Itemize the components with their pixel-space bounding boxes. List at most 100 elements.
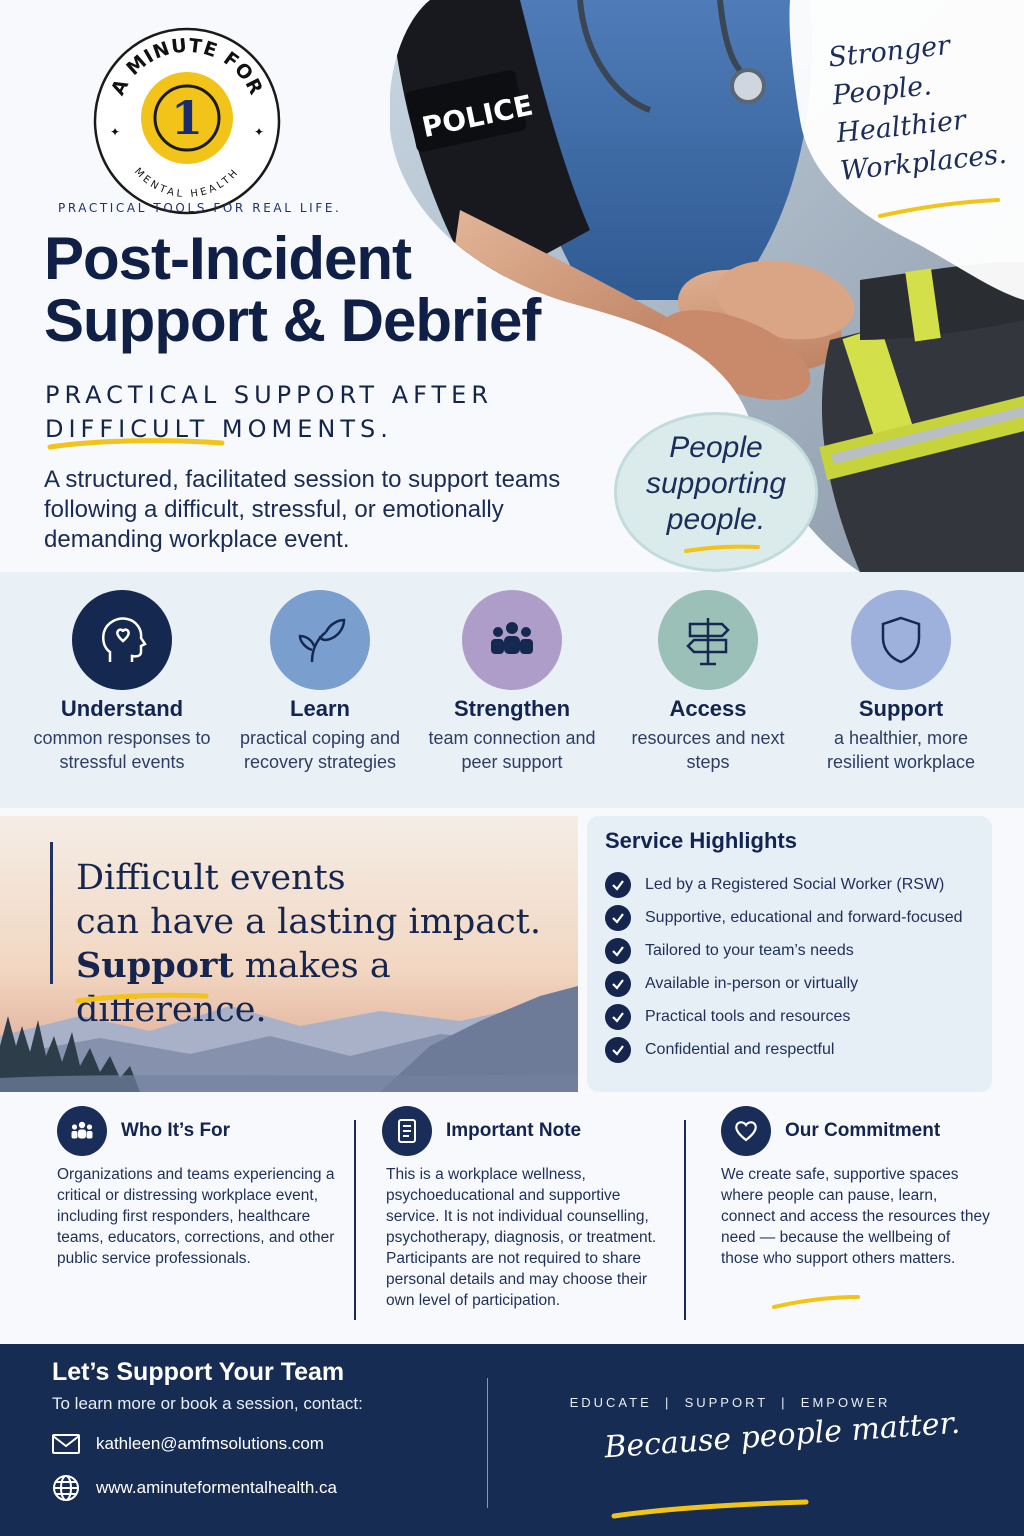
highlights-title: Service Highlights	[605, 828, 797, 853]
bubble-quote: People supporting people.	[645, 431, 787, 536]
page-subtitle: PRACTICAL SUPPORT AFTER DIFFICULT MOMENT…	[45, 381, 493, 443]
quote-bar	[50, 842, 53, 984]
section-header: Our Commitment	[721, 1106, 991, 1156]
column-divider	[684, 1120, 686, 1320]
important-note-section: Important Note This is a workplace welln…	[382, 1106, 662, 1311]
footer-divider	[487, 1378, 488, 1508]
feature-icon-circle	[72, 590, 172, 690]
brush-underline	[684, 544, 760, 553]
brush-underline	[47, 438, 225, 450]
list-item: Available in-person or virtually	[605, 967, 963, 1000]
feature-support: Support a healthier, more resilient work…	[803, 590, 999, 774]
quote-bubble	[614, 412, 818, 572]
email-contact[interactable]: kathleen@amfmsolutions.com	[52, 1434, 324, 1454]
website-contact[interactable]: www.aminuteformentalhealth.ca	[52, 1474, 337, 1502]
feature-desc: a healthier, more resilient workplace	[826, 728, 976, 772]
section-header: Who It’s For	[57, 1106, 347, 1156]
highlight-text: Available in-person or virtually	[645, 974, 859, 992]
checkmark-icon	[605, 1036, 631, 1063]
feature-icon-circle	[851, 590, 951, 690]
feature-access: Access resources and next steps	[610, 590, 806, 774]
our-commitment-section: Our Commitment We create safe, supportiv…	[721, 1106, 991, 1269]
feature-strengthen: Strengthen team connection and peer supp…	[414, 590, 610, 774]
feature-icon-circle	[270, 590, 370, 690]
feature-desc: practical coping and recovery strategies	[239, 728, 401, 772]
hero-section: POLICE 1 A MINUTE FOR	[0, 0, 1024, 572]
footer-pillars: EDUCATE | SUPPORT | EMPOWER	[569, 1395, 891, 1410]
list-item: Supportive, educational and forward-focu…	[605, 901, 963, 934]
brush-underline	[611, 1499, 809, 1519]
feature-desc: team connection and peer support	[428, 728, 596, 772]
section-title: Who It’s For	[121, 1120, 231, 1141]
feature-title: Understand	[60, 696, 184, 721]
section-header: Important Note	[382, 1106, 662, 1156]
document-icon	[382, 1106, 432, 1156]
globe-icon	[53, 1475, 79, 1501]
email-link[interactable]: kathleen@amfmsolutions.com	[96, 1434, 324, 1453]
impact-strong: Support	[76, 945, 234, 986]
impact-line-2: can have a lasting impact.	[76, 902, 541, 942]
heart-icon	[721, 1106, 771, 1156]
checkmark-icon	[605, 904, 631, 931]
section-title: Our Commitment	[785, 1120, 941, 1141]
features-band: Understand common responses to stressful…	[0, 572, 1024, 808]
list-item: Led by a Registered Social Worker (RSW)	[605, 868, 963, 901]
column-divider	[354, 1120, 356, 1320]
brush-underline	[878, 198, 1000, 218]
who-its-for-section: Who It’s For Organizations and teams exp…	[57, 1106, 347, 1269]
highlight-text: Tailored to your team’s needs	[645, 941, 854, 959]
head-heart-icon	[102, 617, 147, 662]
feature-learn: Learn practical coping and recovery stra…	[222, 590, 418, 774]
list-item: Tailored to your team’s needs	[605, 934, 963, 967]
sunset-mountain-image	[0, 816, 578, 1092]
intro-text: A structured, facilitated session to sup…	[44, 466, 561, 553]
highlight-text: Confidential and respectful	[645, 1040, 835, 1058]
website-link[interactable]: www.aminuteformentalhealth.ca	[96, 1478, 337, 1497]
feature-understand: Understand common responses to stressful…	[24, 590, 220, 774]
sparkle-icon: ✦	[110, 125, 120, 139]
group-icon	[491, 622, 533, 654]
hero-quote: Stronger People. Healthier Workplaces.	[826, 30, 1009, 188]
feature-desc: resources and next steps	[631, 728, 785, 772]
sparkle-icon: ✦	[254, 125, 264, 139]
feature-icon-circle	[462, 590, 562, 690]
highlights-list: Led by a Registered Social Worker (RSW) …	[605, 868, 963, 1066]
brush-underline	[772, 1295, 860, 1309]
section-body: Organizations and teams experiencing a c…	[57, 1166, 335, 1267]
feature-title: Strengthen	[453, 696, 571, 721]
highlight-text: Supportive, educational and forward-focu…	[645, 908, 963, 926]
shield-icon	[881, 616, 921, 664]
people-icon	[57, 1106, 107, 1156]
feature-desc: common responses to stressful events	[33, 728, 211, 772]
brand-logo: 1 A MINUTE FOR MENTAL HEALTH ✦ ✦	[93, 27, 281, 215]
checkmark-icon	[605, 937, 631, 964]
page-title: Post-Incident Support & Debrief	[44, 225, 541, 354]
feature-icon-circle	[658, 590, 758, 690]
feature-title: Support	[858, 696, 944, 721]
section-title: Important Note	[446, 1120, 582, 1141]
impact-line-3: Support makes a difference.	[76, 944, 576, 1032]
signpost-icon	[686, 618, 730, 666]
footer-title: Let’s Support Your Team	[52, 1358, 345, 1386]
brush-underline	[75, 992, 209, 1004]
brand-tagline: PRACTICAL TOOLS FOR REAL LIFE.	[58, 201, 342, 215]
checkmark-icon	[605, 970, 631, 997]
feature-title: Learn	[290, 696, 350, 721]
sprout-icon	[298, 618, 346, 663]
impact-line-1: Difficult events	[76, 858, 346, 898]
logo-number: 1	[171, 91, 203, 145]
list-item: Practical tools and resources	[605, 1000, 963, 1033]
mail-icon	[52, 1434, 80, 1454]
footer-subtitle: To learn more or book a session, contact…	[52, 1394, 363, 1413]
highlight-text: Practical tools and resources	[645, 1007, 851, 1025]
section-body: We create safe, supportive spaces where …	[721, 1166, 990, 1267]
hero-photo-hands: POLICE	[390, 0, 1024, 572]
section-body: This is a workplace wellness, psychoeduc…	[386, 1166, 657, 1309]
checkmark-icon	[605, 1003, 631, 1030]
service-highlights-panel: Service Highlights Led by a Registered S…	[587, 816, 992, 1092]
checkmark-icon	[605, 871, 631, 898]
footer-script: Because people matter.	[603, 1405, 962, 1466]
feature-title: Access	[669, 696, 747, 721]
highlight-text: Led by a Registered Social Worker (RSW)	[645, 875, 945, 893]
list-item: Confidential and respectful	[605, 1033, 963, 1066]
